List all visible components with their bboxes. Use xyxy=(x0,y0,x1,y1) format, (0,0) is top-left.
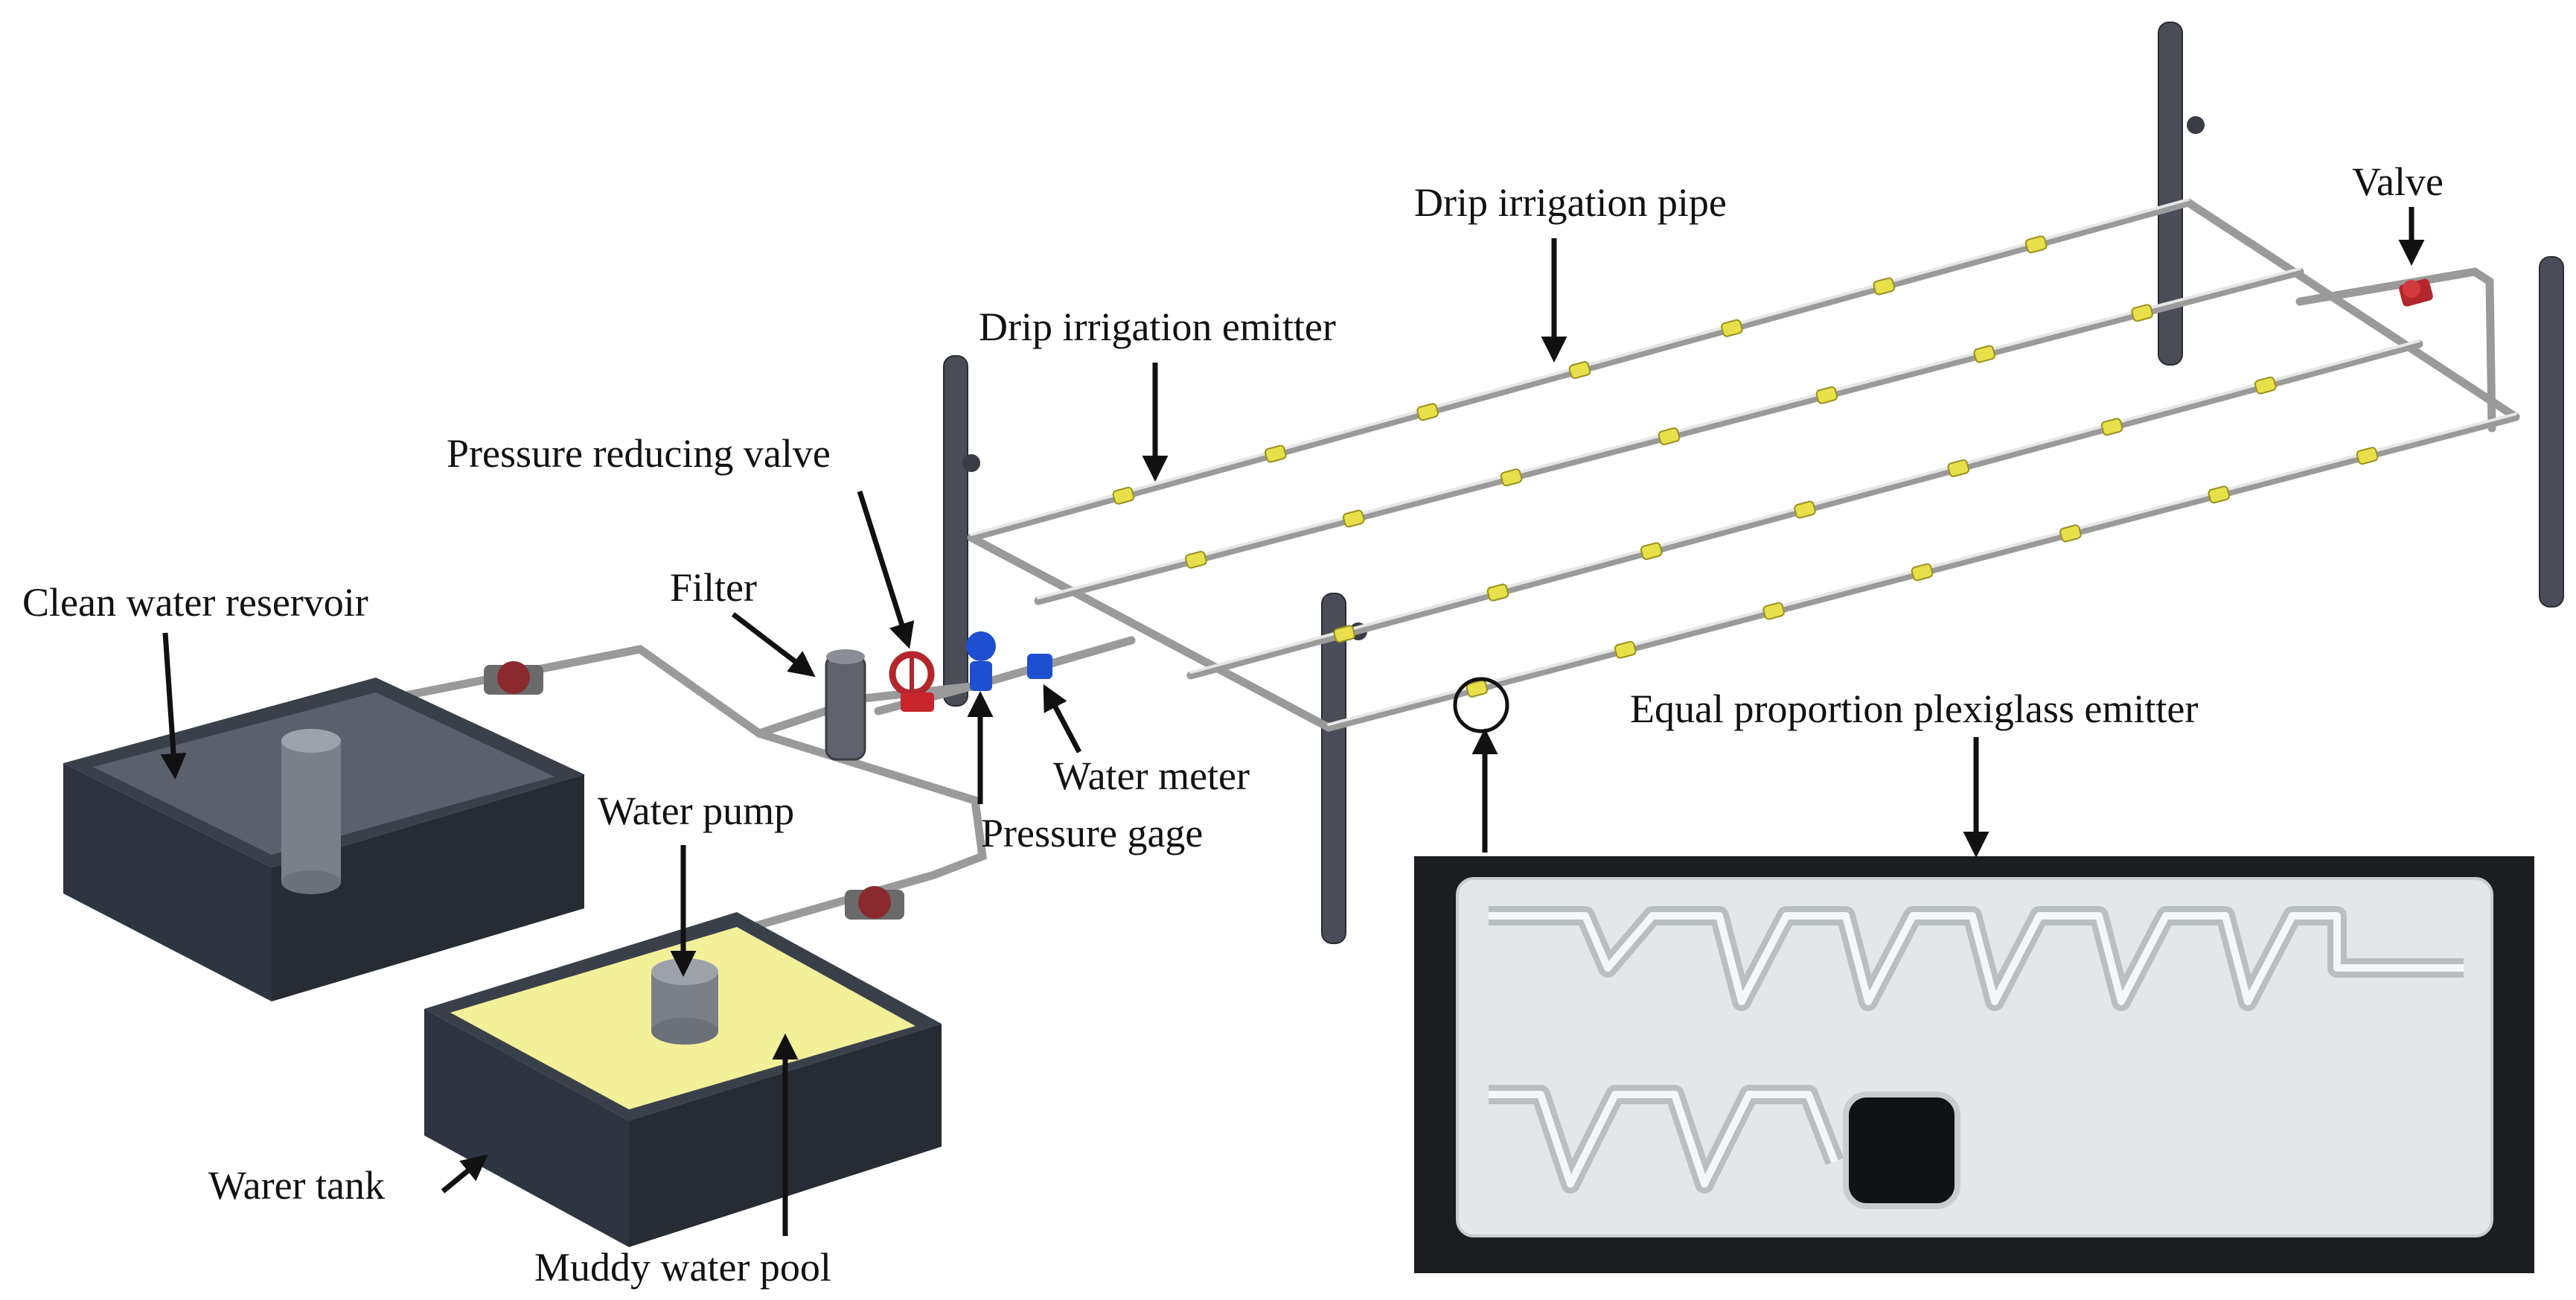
label-valve: Valve xyxy=(2352,159,2444,204)
label-water-meter: Water meter xyxy=(1053,753,1250,798)
emitter-2-5 xyxy=(1815,386,1838,404)
post-far-right xyxy=(2539,256,2564,608)
emitter-4-4 xyxy=(1911,563,1934,582)
emitter-1-1 xyxy=(1112,486,1135,505)
emitter-3-4 xyxy=(1794,500,1816,519)
emitter-photo-inset xyxy=(1414,856,2534,1273)
emitter-4-6 xyxy=(2208,485,2231,504)
emitter-4-2 xyxy=(1614,640,1637,659)
label-water-pump: Water pump xyxy=(598,788,794,833)
drip-emitters xyxy=(1112,235,2379,698)
emitter-3-3 xyxy=(1640,542,1663,561)
arrow-icon xyxy=(1043,684,1082,753)
label-drip-irrigation-pipe: Drip irrigation pipe xyxy=(1414,180,1727,225)
arrow-icon xyxy=(731,612,816,678)
emitter-1-7 xyxy=(2024,235,2048,254)
emitter-2-4 xyxy=(1658,427,1681,445)
emitter-1-6 xyxy=(1873,277,1896,296)
main-distribution-pipe xyxy=(967,533,1333,732)
emitter-highlight-circle xyxy=(1453,677,1509,733)
emitter-1-4 xyxy=(1568,361,1591,379)
emitter-4-3 xyxy=(1762,602,1785,620)
emitter-3-2 xyxy=(1486,583,1509,602)
arrow-icon xyxy=(857,490,915,649)
inline-valve-lower xyxy=(845,886,904,920)
emitter-4-1 xyxy=(1466,679,1489,698)
emitter-3-7 xyxy=(2254,376,2277,395)
emitter-2-2 xyxy=(1342,509,1365,528)
arrow-icon xyxy=(441,1154,488,1194)
back-manifold-pipe xyxy=(2184,198,2520,421)
water-meter xyxy=(1027,654,1052,679)
emitter-1-2 xyxy=(1264,445,1287,463)
arrow-icon xyxy=(160,632,187,780)
callout-arrows xyxy=(160,207,2425,1236)
labels: Drip irrigation pipe Valve Drip irrigati… xyxy=(22,159,2444,1290)
label-muddy-water-pool: Muddy water pool xyxy=(534,1245,831,1290)
post-back-right xyxy=(2158,22,2183,366)
label-drip-irrigation-emitter: Drip irrigation emitter xyxy=(979,305,1336,349)
label-warer-tank: Warer tank xyxy=(208,1163,385,1208)
label-pressure-gage: Pressure gage xyxy=(981,811,1203,855)
label-filter: Filter xyxy=(670,565,757,610)
filter-unit xyxy=(825,649,866,761)
pressure-gage xyxy=(966,631,996,691)
emitter-3-1 xyxy=(1333,625,1356,643)
drip-irrigation-pipes xyxy=(967,198,2520,732)
emitter-4-7 xyxy=(2356,447,2379,465)
emitter-2-1 xyxy=(1185,550,1207,569)
emitter-3-6 xyxy=(2100,418,2123,436)
post-front-middle xyxy=(1321,593,1346,944)
post-front-left xyxy=(943,355,968,707)
emitter-1-5 xyxy=(1721,319,1743,337)
pressure-reducing-valve xyxy=(889,651,935,712)
emitter-2-6 xyxy=(1973,345,1996,363)
valve-return-pipe xyxy=(2295,267,2496,433)
label-equal-proportion-emitter: Equal proportion plexiglass emitter xyxy=(1630,686,2198,731)
label-clean-water-reservoir: Clean water reservoir xyxy=(22,580,368,625)
emitter-2-3 xyxy=(1500,468,1523,487)
stand-posts xyxy=(943,22,2564,944)
emitter-outlet-hole xyxy=(1843,1092,1960,1209)
clean-water-reservoir xyxy=(63,678,584,1001)
emitter-3-5 xyxy=(1947,459,1970,477)
emitter-1-3 xyxy=(1416,403,1439,421)
inline-valve-upper xyxy=(484,661,543,695)
back-valve xyxy=(2399,278,2433,307)
emitter-4-5 xyxy=(2059,524,2082,543)
emitter-2-7 xyxy=(2131,304,2153,322)
label-pressure-reducing-valve: Pressure reducing valve xyxy=(447,431,831,476)
